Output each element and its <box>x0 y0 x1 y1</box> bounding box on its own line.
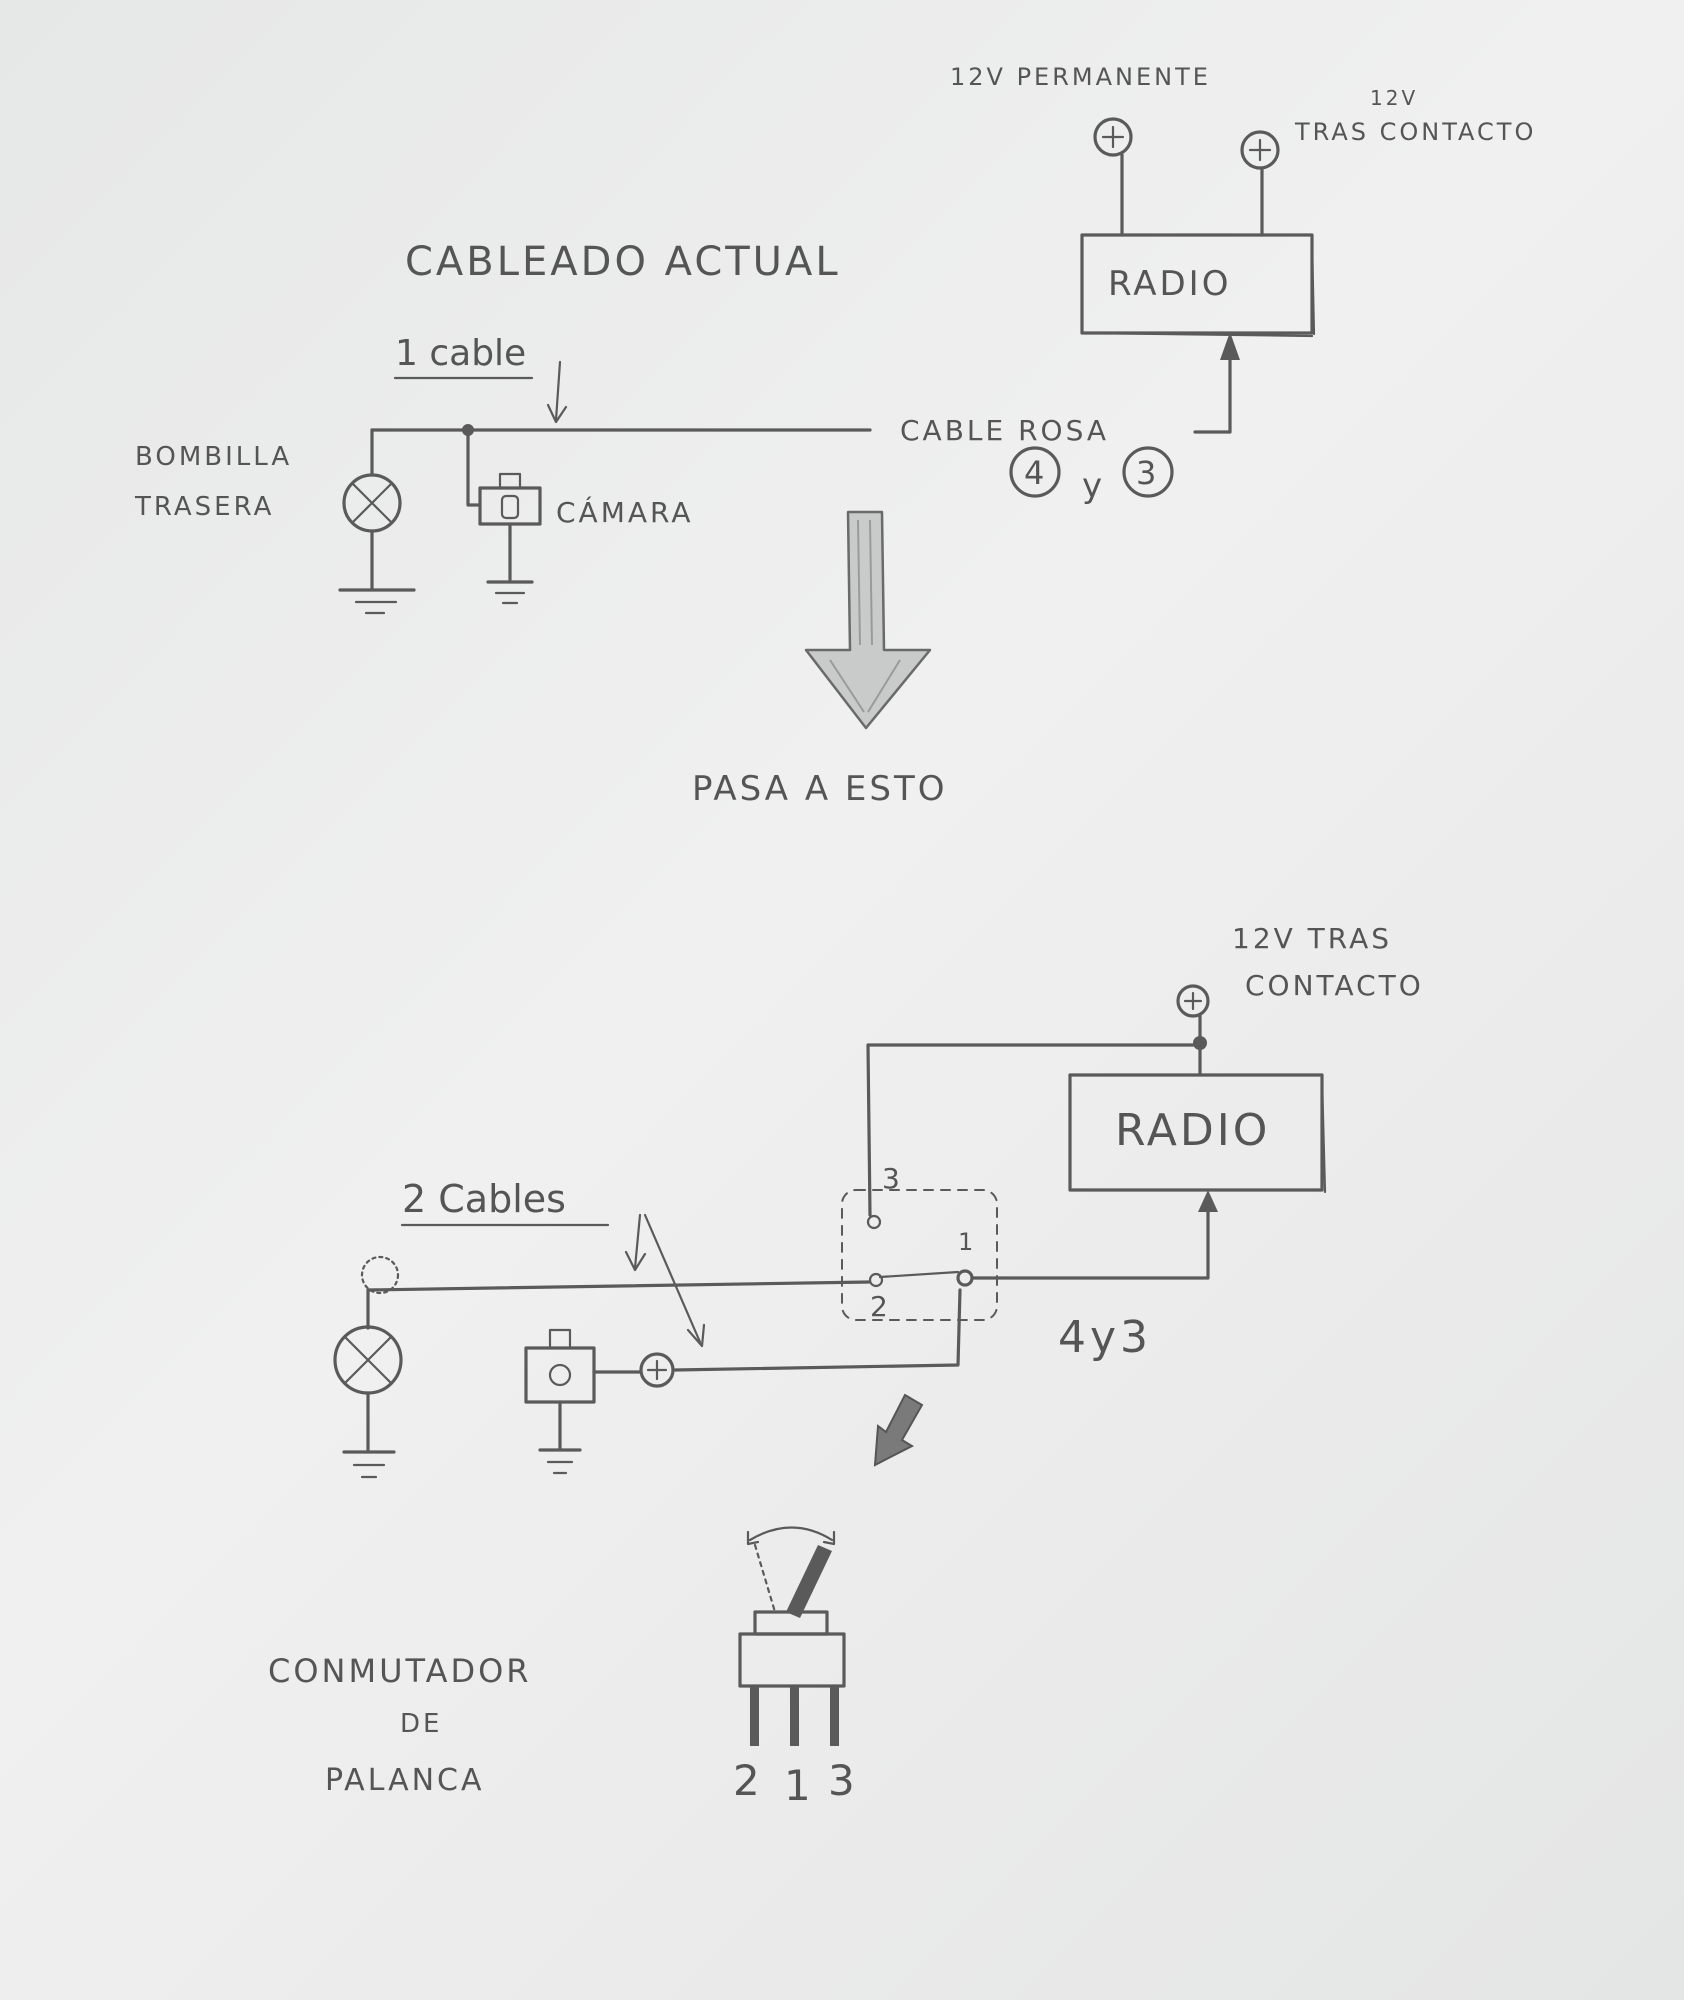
radio-label: RADIO <box>1115 1105 1270 1156</box>
pin-a-label: 4 <box>1024 454 1044 492</box>
camera-icon <box>524 1328 596 1404</box>
wire <box>970 1208 1210 1280</box>
radio-box: RADIO <box>1068 1073 1327 1194</box>
bulb-icon <box>342 473 402 533</box>
toggle-label-line1: CONMUTADOR <box>268 1652 532 1690</box>
junction-dot <box>1193 1036 1207 1050</box>
toggle-pin-label: 1 <box>784 1761 811 1810</box>
arrow-icon <box>546 360 568 424</box>
two-cables-label: 2 Cables <box>402 1177 566 1221</box>
switch-pin-1 <box>956 1269 974 1287</box>
toggle-switch-icon <box>738 1526 846 1746</box>
ignition-label-line1: 12V TRAS <box>1232 922 1392 955</box>
arrow-icon <box>624 1213 647 1272</box>
positive-terminal-icon <box>1176 984 1210 1018</box>
current-title: CABLEADO ACTUAL <box>405 239 841 285</box>
bulb-label-line2: TRASERA <box>134 492 274 522</box>
positive-terminal-icon <box>639 1352 675 1388</box>
arrow-icon <box>1198 1190 1218 1212</box>
positive-terminal-icon <box>1240 130 1280 170</box>
ignition-12v-label-top: 12V <box>1370 86 1418 110</box>
faint-circle <box>360 1255 400 1295</box>
pin-circle <box>1009 446 1061 498</box>
switch-pin-1-label: 1 <box>958 1228 973 1256</box>
pin-and-label: y <box>1082 466 1102 506</box>
toggle-pin-label: 2 <box>733 1756 760 1805</box>
switch-lever <box>878 1270 960 1279</box>
transition-label: PASA A ESTO <box>692 769 948 809</box>
toggle-label-line3: PALANCA <box>325 1763 485 1798</box>
wire <box>673 1288 962 1372</box>
ignition-12v-label-bottom: TRAS CONTACTO <box>1294 118 1536 146</box>
wire <box>466 428 480 507</box>
down-arrow-icon <box>804 510 932 730</box>
radio-box: RADIO <box>1080 233 1316 338</box>
switch-pin-2 <box>868 1272 884 1288</box>
bulb-icon <box>333 1325 403 1395</box>
down-arrow-icon <box>873 1393 924 1467</box>
ignition-label-line2: CONTACTO <box>1245 969 1424 1002</box>
positive-terminal-icon <box>1093 117 1133 157</box>
toggle-pin-label: 3 <box>828 1756 855 1805</box>
switch-pin-3 <box>866 1214 882 1230</box>
pink-cable-wire <box>1193 353 1232 434</box>
pink-cable-label: CABLE ROSA <box>900 414 1109 447</box>
switch-pin-3-label: 3 <box>882 1162 900 1195</box>
radio-label: RADIO <box>1108 264 1231 304</box>
wire <box>866 1043 1202 1217</box>
pin-circle <box>1122 446 1174 498</box>
switch-pin-2-label: 2 <box>870 1290 888 1323</box>
pin-b-label: 3 <box>1136 454 1156 492</box>
ground-icon <box>486 580 534 605</box>
ground-icon <box>338 588 416 615</box>
ground-icon <box>538 1448 582 1475</box>
ground-icon <box>342 1450 396 1479</box>
camera-icon <box>478 472 542 526</box>
bulb-label-line1: BOMBILLA <box>135 442 292 472</box>
wire <box>366 1280 871 1294</box>
arrow-icon <box>643 1213 706 1348</box>
switch-box <box>841 1189 998 1321</box>
pins-label: 4y3 <box>1058 1312 1152 1363</box>
permanent-12v-label: 12V PERMANENTE <box>950 63 1211 91</box>
arrow-icon <box>1220 332 1240 360</box>
camera-label: CÁMARA <box>556 495 694 529</box>
one-cable-label: 1 cable <box>395 333 526 374</box>
toggle-label-line2: DE <box>400 1709 442 1739</box>
